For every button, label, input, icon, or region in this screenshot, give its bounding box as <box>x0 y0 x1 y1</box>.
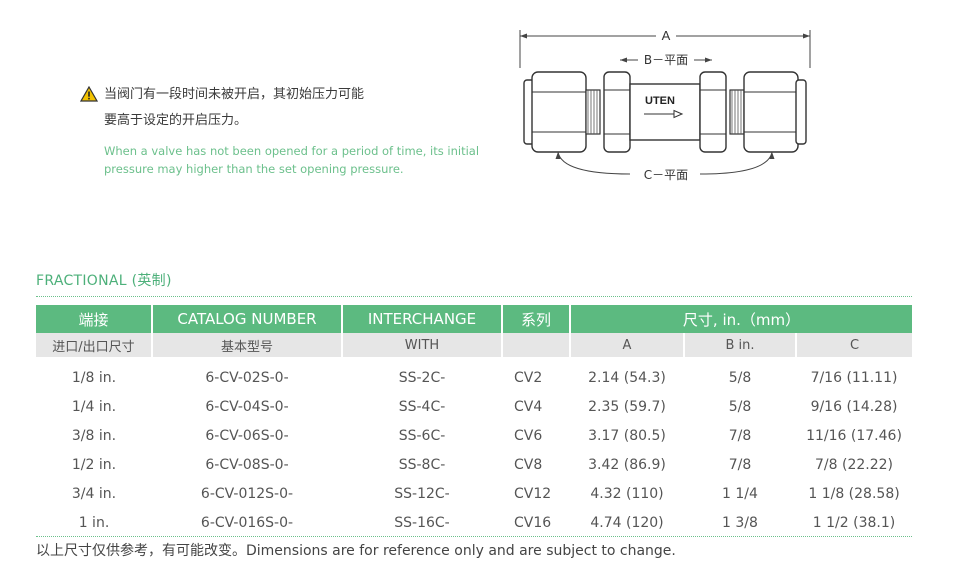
cell-a: 3.42 (86.9) <box>588 456 666 473</box>
cell-size: 3/8 in. <box>71 427 117 444</box>
cell-b: 1 1/4 <box>722 485 758 502</box>
subheader-a: A <box>570 333 685 357</box>
right-nut <box>729 71 807 153</box>
warning-text-en: When a valve has not been opened for a p… <box>104 144 480 176</box>
dimension-b: B－平面 <box>620 53 712 67</box>
cell-catalog: 6-CV-04S-0- <box>205 398 289 415</box>
table-row: 1/4 in. 6-CV-04S-0- SS-4C- CV4 2.35 (59.… <box>36 392 912 421</box>
cell-size: 3/4 in. <box>71 485 117 502</box>
cell-a: 3.17 (80.5) <box>588 427 666 444</box>
header-catalog-number: CATALOG NUMBER <box>152 305 343 333</box>
cell-catalog: 6-CV-016S-0- <box>200 514 294 531</box>
dimension-c: C－平面 <box>555 151 775 182</box>
cell-size: 1/2 in. <box>71 456 117 473</box>
cell-size: 1 in. <box>78 514 110 531</box>
cell-c: 9/16 (14.28) <box>810 398 898 415</box>
cell-b: 7/8 <box>728 427 752 444</box>
brand-mark: UTEN <box>645 95 675 107</box>
table-row: 3/8 in. 6-CV-06S-0- SS-6C- CV6 3.17 (80.… <box>36 421 912 450</box>
cell-series: CV16 <box>514 514 552 531</box>
left-nut <box>523 71 601 153</box>
cell-b: 5/8 <box>728 369 752 386</box>
header-end-connection: 端接 <box>36 305 153 333</box>
cell-catalog: 6-CV-06S-0- <box>205 427 289 444</box>
cell-b: 1 3/8 <box>722 514 758 531</box>
cell-a: 4.32 (110) <box>590 485 664 502</box>
valve-body: UTEN <box>629 83 701 141</box>
cell-c: 7/16 (11.11) <box>810 369 898 386</box>
cell-catalog: 6-CV-08S-0- <box>205 456 289 473</box>
table-subheader-row: 进口/出口尺寸 基本型号 WITH A B in. C <box>36 333 913 357</box>
right-hex <box>699 71 727 153</box>
cell-series: CV12 <box>514 485 552 502</box>
cell-a: 4.74 (120) <box>590 514 664 531</box>
divider-bottom <box>36 536 912 537</box>
left-hex <box>603 71 631 153</box>
table-row: 1 in. 6-CV-016S-0- SS-16C- CV16 4.74 (12… <box>36 508 912 537</box>
table-row: 1/2 in. 6-CV-08S-0- SS-8C- CV8 3.42 (86.… <box>36 450 912 479</box>
subheader-with: WITH <box>342 333 503 357</box>
cell-series: CV4 <box>514 398 543 415</box>
cell-b: 5/8 <box>728 398 752 415</box>
cell-interchange: SS-16C- <box>394 514 450 531</box>
cell-b: 7/8 <box>728 456 752 473</box>
cell-c: 1 1/2 (38.1) <box>812 514 896 531</box>
cell-interchange: SS-8C- <box>398 456 446 473</box>
warning-text-cn-line2: 要高于设定的开启压力。 <box>104 113 248 128</box>
table-row: 3/4 in. 6-CV-012S-0- SS-12C- CV12 4.32 (… <box>36 479 912 508</box>
cell-c: 7/8 (22.22) <box>815 456 893 473</box>
cell-interchange: SS-6C- <box>398 427 446 444</box>
spec-table: 端接 CATALOG NUMBER INTERCHANGE 系列 尺寸, in.… <box>36 305 913 537</box>
header-interchange: INTERCHANGE <box>342 305 503 333</box>
cell-interchange: SS-12C- <box>394 485 450 502</box>
subheader-basic-model: 基本型号 <box>152 333 343 357</box>
warning-text-cn-line1: 当阀门有一段时间未被开启，其初始压力可能 <box>104 87 365 102</box>
cell-catalog: 6-CV-012S-0- <box>200 485 294 502</box>
cell-interchange: SS-2C- <box>398 369 446 386</box>
cell-series: CV6 <box>514 427 543 444</box>
table-header-row: 端接 CATALOG NUMBER INTERCHANGE 系列 尺寸, in.… <box>36 305 913 333</box>
table-row: 1/8 in. 6-CV-02S-0- SS-2C- CV2 2.14 (54.… <box>36 363 912 392</box>
subheader-c: C <box>796 333 913 357</box>
cell-series: CV8 <box>514 456 543 473</box>
cell-a: 2.35 (59.7) <box>588 398 666 415</box>
subheader-series-blank <box>502 333 571 357</box>
cell-series: CV2 <box>514 369 543 386</box>
footnote: 以上尺寸仅供参考，有可能改变。Dimensions are for refere… <box>36 543 676 559</box>
subheader-inlet-outlet-size: 进口/出口尺寸 <box>36 333 153 357</box>
dimension-a-label: A <box>662 28 671 43</box>
cell-catalog: 6-CV-02S-0- <box>205 369 289 386</box>
cell-interchange: SS-4C- <box>398 398 446 415</box>
cell-c: 1 1/8 (28.58) <box>808 485 900 502</box>
divider-top <box>36 296 912 297</box>
section-title: FRACTIONAL (英制) <box>36 273 172 289</box>
header-series: 系列 <box>502 305 571 333</box>
dimension-a: A <box>519 28 811 68</box>
dimension-c-label: C－平面 <box>644 168 688 182</box>
cell-c: 11/16 (17.46) <box>806 427 902 444</box>
cell-size: 1/4 in. <box>71 398 117 415</box>
dimension-b-label: B－平面 <box>644 53 688 67</box>
cell-size: 1/8 in. <box>71 369 117 386</box>
cell-a: 2.14 (54.3) <box>588 369 666 386</box>
check-valve-drawing: A B－平面 UTEN <box>519 28 811 182</box>
subheader-b: B in. <box>684 333 797 357</box>
warning-triangle-icon <box>80 86 98 102</box>
header-dimensions: 尺寸, in.（mm） <box>570 305 913 333</box>
